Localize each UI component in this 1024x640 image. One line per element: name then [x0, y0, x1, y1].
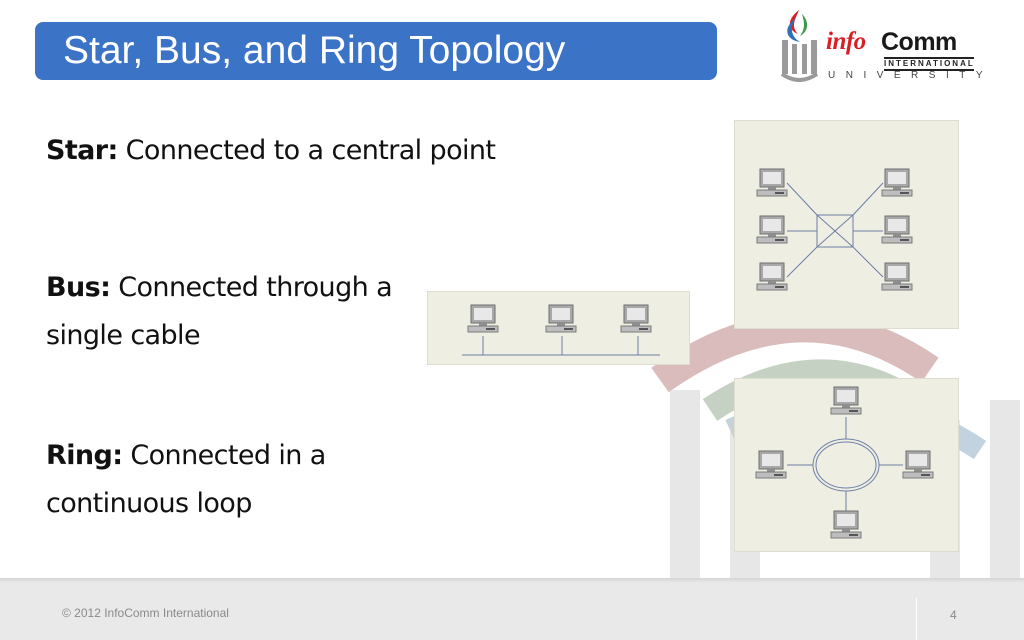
bullet-bus-term: Bus: [46, 272, 111, 303]
computer-icon [881, 262, 913, 291]
computer-icon [756, 215, 788, 244]
computer-icon [881, 168, 913, 197]
bullet-star: Star: Connected to a central point [46, 127, 646, 175]
computer-icon [467, 304, 499, 333]
footer-shadow [0, 578, 1024, 583]
logo-mark-icon [780, 10, 819, 82]
bus-topology-diagram [427, 291, 690, 365]
computer-icon [881, 215, 913, 244]
infocomm-logo: info Comm INTERNATIONAL UNIVERSITY [776, 6, 986, 84]
title-bar: Star, Bus, and Ring Topology [35, 22, 717, 80]
computer-icon [902, 450, 934, 479]
logo-comm-text: Comm [881, 28, 957, 56]
slide-title: Star, Bus, and Ring Topology [63, 29, 566, 72]
ring-topology-diagram [734, 378, 959, 552]
copyright-text: © 2012 InfoComm International [62, 606, 229, 620]
page-number: 4 [950, 608, 957, 622]
bullet-star-term: Star: [46, 135, 118, 166]
footer-divider [916, 598, 917, 640]
computer-icon [756, 262, 788, 291]
logo-international-text: INTERNATIONAL [884, 57, 974, 71]
computer-icon [756, 168, 788, 197]
bullet-ring: Ring: Connected in a continuous loop [46, 432, 426, 528]
computer-icon [830, 386, 862, 415]
computer-icon [620, 304, 652, 333]
footer-band [0, 578, 1024, 640]
bullet-star-text: Connected to a central point [125, 135, 496, 166]
logo-info-text: info [826, 28, 866, 55]
computer-icon [755, 450, 787, 479]
star-topology-diagram [734, 120, 959, 329]
logo-university-text: UNIVERSITY [828, 70, 994, 81]
bullet-ring-text: Connected in a continuous loop [46, 440, 326, 519]
bullet-bus-text: Connected through a single cable [46, 272, 393, 351]
bullet-bus: Bus: Connected through a single cable [46, 264, 426, 360]
computer-icon [545, 304, 577, 333]
computer-icon [830, 510, 862, 539]
bullet-ring-term: Ring: [46, 440, 123, 471]
